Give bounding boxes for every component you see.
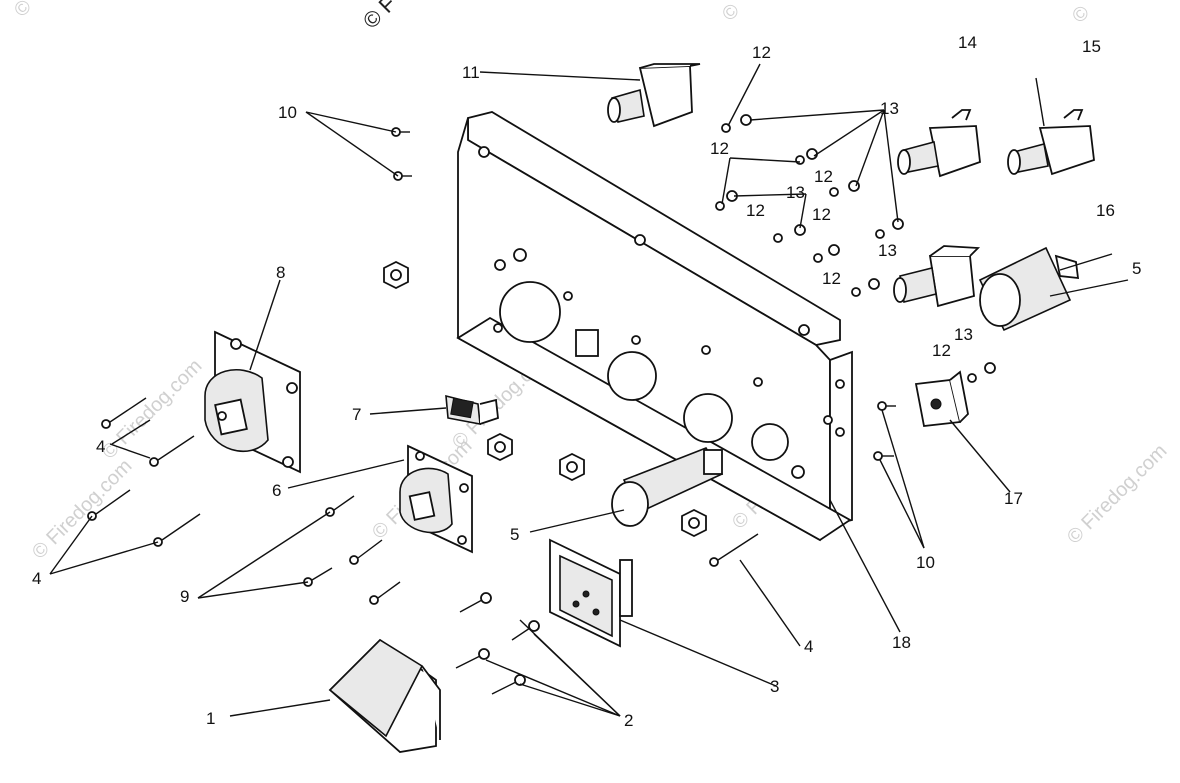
- screws: [87, 127, 896, 605]
- pushbutton-switch-16: [893, 245, 981, 308]
- socket-6: [399, 444, 473, 554]
- rivets-2: [455, 592, 540, 695]
- watermark-site-right: © Firedog.com: [1063, 440, 1172, 549]
- socket-8: [204, 330, 301, 474]
- callout-labels: 11 10 8 7 4 4 6 9 5 5 1 2 3 4 18 10 17 1…: [32, 33, 1141, 730]
- callout-12-g: 12: [932, 341, 951, 360]
- terminal-block-17: [914, 370, 969, 427]
- watermark-site-left: © Firedog.com: [28, 455, 137, 564]
- callout-12-e: 12: [812, 205, 831, 224]
- callout-14: 14: [958, 33, 977, 52]
- watermark-copyright: © F: [358, 0, 401, 34]
- callout-8: 8: [276, 263, 285, 282]
- callout-17: 17: [1004, 489, 1023, 508]
- leader-lines: [49, 63, 1129, 717]
- callout-2: 2: [624, 711, 633, 730]
- callout-12-a: 12: [752, 43, 771, 62]
- watermark-corner-left: ©: [10, 0, 36, 22]
- rocker-switch-7: [445, 394, 499, 425]
- fuse-holder-5: [611, 447, 724, 527]
- uk-socket-3: [549, 538, 633, 648]
- socket-cover-1: [328, 638, 441, 753]
- callout-13-a: 13: [880, 99, 899, 118]
- callout-7: 7: [352, 405, 361, 424]
- callout-9: 9: [180, 587, 189, 606]
- callout-12-c: 12: [814, 167, 833, 186]
- callout-16: 16: [1096, 201, 1115, 220]
- callout-4-right: 4: [804, 637, 813, 656]
- pushbutton-switch-11: [607, 63, 701, 128]
- callout-4-bottomleft: 4: [32, 569, 41, 588]
- callout-12-f: 12: [822, 269, 841, 288]
- hex-nuts: [383, 260, 707, 538]
- watermark-site-left2: © Firedog.com: [98, 355, 207, 464]
- callout-13-d: 13: [954, 325, 973, 344]
- callout-6: 6: [272, 481, 281, 500]
- callout-12-d: 12: [746, 201, 765, 220]
- callout-15: 15: [1082, 37, 1101, 56]
- callout-3: 3: [770, 677, 779, 696]
- callout-18: 18: [892, 633, 911, 652]
- pushbutton-switch-14: [897, 109, 981, 178]
- pushbutton-switch-15: [1007, 109, 1095, 176]
- callout-13-c: 13: [878, 241, 897, 260]
- callout-1: 1: [206, 709, 215, 728]
- callout-5-center: 5: [510, 525, 519, 544]
- callout-10-top: 10: [278, 103, 297, 122]
- callout-11: 11: [462, 63, 480, 82]
- callout-10-bottom: 10: [916, 553, 935, 572]
- callout-12-b: 12: [710, 139, 729, 158]
- callout-5-right: 5: [1132, 259, 1141, 278]
- callout-4-left: 4: [96, 437, 105, 456]
- control-panel-18: [456, 111, 853, 542]
- watermark-corner-right: ©: [1068, 1, 1094, 27]
- callout-13-b: 13: [786, 183, 805, 202]
- breaker-cylinder-5: [978, 246, 1080, 332]
- watermark-corner-mid: ©: [718, 0, 744, 26]
